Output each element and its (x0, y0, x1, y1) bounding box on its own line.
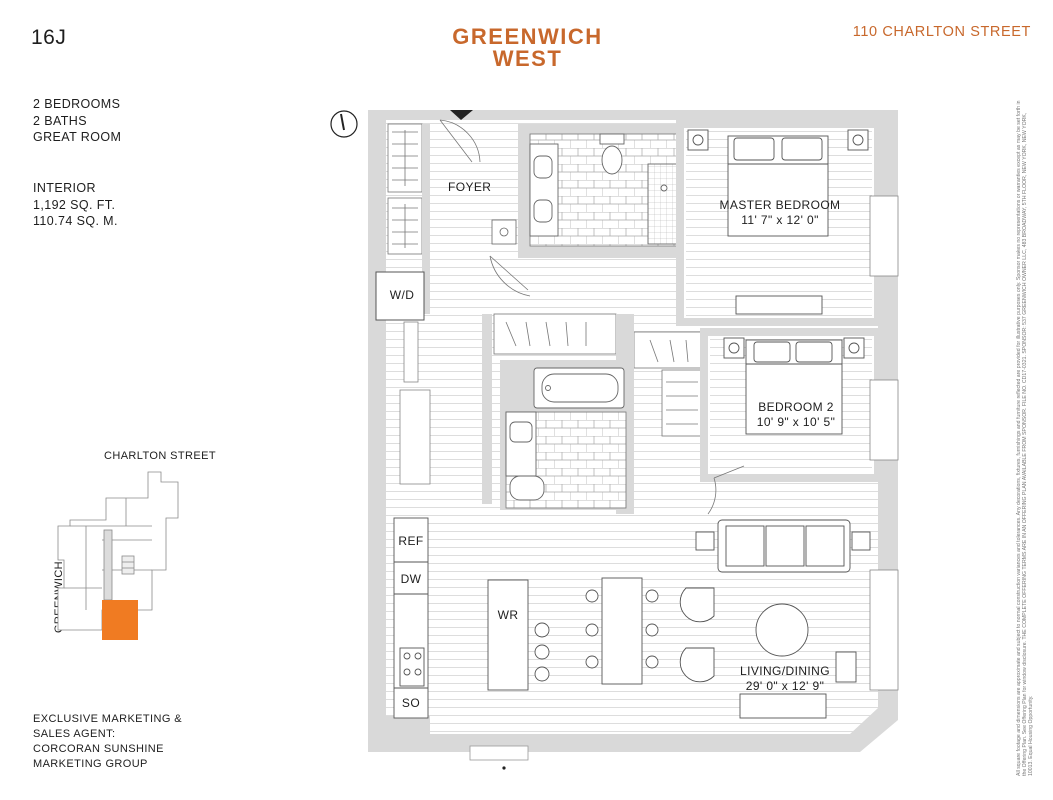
master-bed (687, 129, 869, 315)
speed-oven-label: SO (401, 696, 421, 710)
master-bedroom-label: MASTER BEDROOM 11' 7" x 12' 0" (710, 198, 850, 228)
master-bath-fixtures (529, 133, 681, 245)
agent-line: CORCORAN SUNSHINE (33, 743, 164, 755)
building-address: 110 CHARLTON STREET (852, 24, 1031, 40)
key-plan-top-street: CHARLTON STREET (104, 450, 216, 462)
refrigerator-label: REF (398, 534, 424, 548)
entry-arrow-icon (450, 110, 473, 120)
hall-door (489, 255, 531, 297)
brand-line-1: GREENWICH (452, 24, 603, 49)
living-furniture (679, 519, 871, 719)
unit-number: 16J (31, 26, 67, 49)
wine-refrigerator-label: WR (497, 608, 519, 622)
dining-table (585, 577, 659, 685)
key-plan-unit-highlight (102, 600, 138, 640)
area-specs: INTERIOR 1,192 SQ. FT. 110.74 SQ. M. (33, 180, 118, 230)
bedroom-2-label: BEDROOM 2 10' 9" x 10' 5" (746, 400, 846, 430)
area-sqm: 110.74 SQ. M. (33, 214, 118, 228)
bedroom-count: 2 BEDROOMS (33, 97, 121, 111)
terrace-marker (502, 766, 506, 770)
washer-dryer (375, 271, 425, 321)
layout-specs: 2 BEDROOMS 2 BATHS GREAT ROOM (33, 96, 121, 146)
kitchen-island (487, 579, 550, 691)
key-plan (57, 471, 179, 640)
kitchen-counter (393, 517, 429, 719)
brand-logo: GREENWICH WEST (440, 26, 615, 70)
terrace-door (469, 745, 529, 761)
second-bath-fixtures (505, 367, 625, 501)
bedroom-2-door (707, 465, 745, 515)
master-bedroom-name: MASTER BEDROOM (719, 198, 841, 212)
living-dining-name: LIVING/DINING (740, 664, 830, 678)
entry-door (439, 119, 481, 163)
dishwasher-label: DW (400, 572, 422, 586)
legal-disclaimer-text: All square footage and dimensions are ap… (1016, 100, 1035, 776)
key-plan-building (57, 471, 179, 631)
living-dining-label: LIVING/DINING 29' 0" x 12' 9" (730, 664, 840, 694)
bedroom-2-bed (723, 337, 865, 435)
interior-heading: INTERIOR (33, 181, 96, 195)
bedroom-2-dims: 10' 9" x 10' 5" (756, 415, 836, 429)
north-arrow-icon (330, 110, 358, 138)
floor-plan: FOYER MASTER BEDROOM 11' 7" x 12' 0" BED… (330, 100, 930, 780)
floor-plan-drawing (330, 110, 899, 770)
agent-line: SALES AGENT: (33, 728, 116, 740)
area-sqft: 1,192 SQ. FT. (33, 197, 116, 212)
bedroom-2-name: BEDROOM 2 (758, 400, 834, 414)
foyer-closets (387, 123, 423, 255)
hall-closets (493, 313, 705, 437)
legal-disclaimer: All square footage and dimensions are ap… (1016, 96, 1034, 776)
agent-line: MARKETING GROUP (33, 758, 148, 770)
washer-dryer-label: W/D (389, 288, 415, 302)
windows (399, 195, 899, 691)
foyer-label: FOYER (448, 180, 492, 194)
foyer-console (491, 219, 517, 245)
agent-line: EXCLUSIVE MARKETING & (33, 713, 182, 725)
agent-block: EXCLUSIVE MARKETING & SALES AGENT: CORCO… (33, 712, 182, 772)
brand-line-2: WEST (492, 46, 563, 71)
great-room-label: GREAT ROOM (33, 130, 122, 144)
bath-count: 2 BATHS (33, 113, 87, 128)
master-bedroom-dims: 11' 7" x 12' 0" (741, 213, 819, 227)
living-dining-dims: 29' 0" x 12' 9" (745, 679, 825, 693)
